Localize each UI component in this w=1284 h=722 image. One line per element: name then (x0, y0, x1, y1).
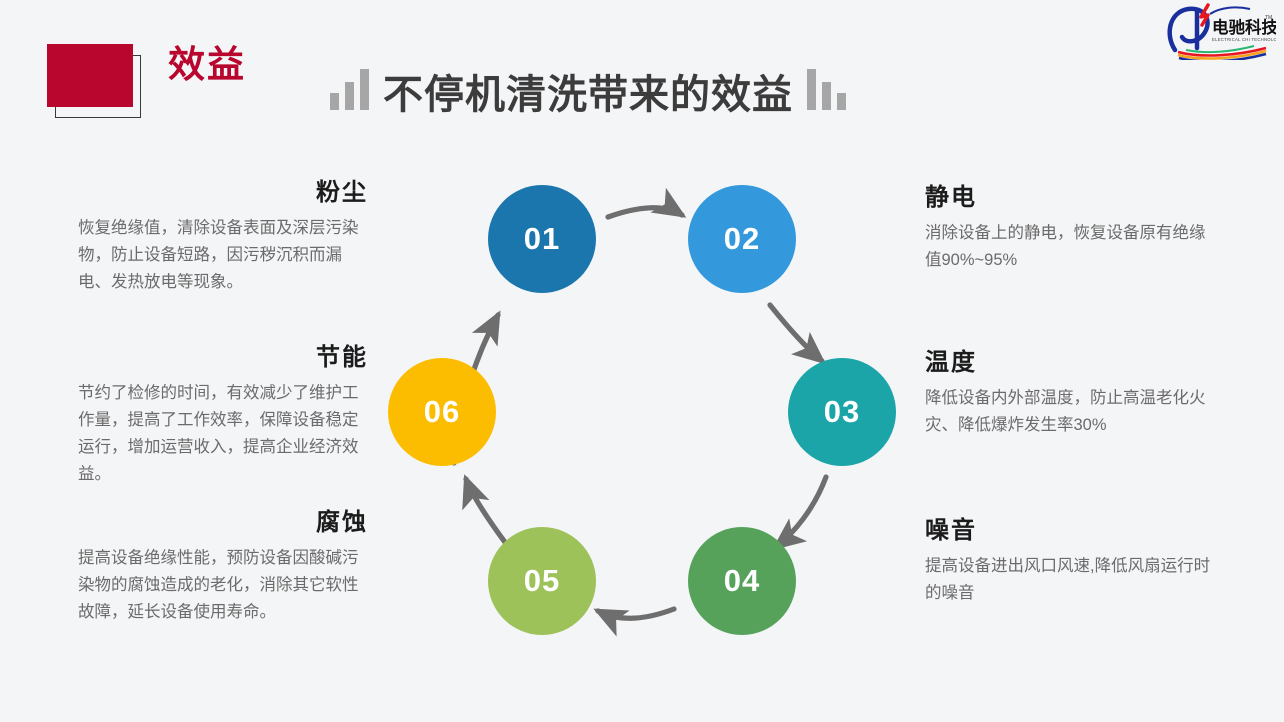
page-title: 不停机清洗带来的效益 (383, 73, 793, 117)
cycle-node-04[interactable]: 04 (688, 527, 796, 635)
benefit-body-energy: 节约了检修的时间，有效减少了维护工作量，提高了工作效率，保障设备稳定运行，增加运… (78, 383, 359, 483)
cycle-node-06[interactable]: 06 (388, 358, 496, 466)
benefit-block-noise: 噪音 提高设备进出风口风速,降低风扇运行时的噪音 (925, 517, 1215, 607)
benefit-title-corrosion: 腐蚀 (316, 509, 368, 536)
benefit-title-temperature: 温度 (925, 349, 977, 376)
cycle-node-01[interactable]: 01 (488, 185, 596, 293)
benefit-block-corrosion: 腐蚀 提高设备绝缘性能，预防设备因酸碱污染物的腐蚀造成的老化，消除其它软性故障，… (78, 509, 368, 626)
cycle-node-03[interactable]: 03 (788, 358, 896, 466)
cycle-node-05[interactable]: 05 (488, 527, 596, 635)
benefit-block-static: 静电 消除设备上的静电，恢复设备原有绝缘值90%~95% (925, 184, 1215, 274)
svg-text:ELECTRICAL CHI TECHNOLOGY: ELECTRICAL CHI TECHNOLOGY (1212, 37, 1276, 42)
benefit-title-dust: 粉尘 (316, 179, 368, 206)
benefit-body-dust: 恢复绝缘值，清除设备表面及深层污染物，防止设备短路，因污秽沉积而漏电、发热放电等… (78, 218, 359, 291)
bar-chart-descending-icon (807, 66, 846, 115)
benefit-body-temperature: 降低设备内外部温度，防止高温老化火灾、降低爆炸发生率30% (925, 389, 1206, 435)
benefit-body-static: 消除设备上的静电，恢复设备原有绝缘值90%~95% (925, 224, 1206, 270)
benefit-body-noise: 提高设备进出风口风速,降低风扇运行时的噪音 (925, 557, 1211, 603)
cycle-node-04-label: 04 (723, 563, 761, 598)
benefit-body-corrosion: 提高设备绝缘性能，预防设备因酸碱污染物的腐蚀造成的老化，消除其它软性故障，延长设… (78, 548, 359, 621)
benefit-title-energy: 节能 (316, 344, 368, 371)
cycle-node-06-label: 06 (423, 394, 461, 429)
cycle-node-02-label: 02 (723, 221, 761, 256)
benefit-block-energy: 节能 节约了检修的时间，有效减少了维护工作量，提高了工作效率，保障设备稳定运行，… (78, 344, 368, 487)
benefit-block-temperature: 温度 降低设备内外部温度，防止高温老化火灾、降低爆炸发生率30% (925, 349, 1215, 439)
benefit-title-noise: 噪音 (925, 517, 977, 544)
company-logo: 电驰科技 ELECTRICAL CHI TECHNOLOGY TM (1166, 2, 1283, 63)
benefit-title-static: 静电 (925, 184, 977, 211)
cycle-diagram: 01 02 03 04 05 06 (370, 165, 910, 675)
svg-text:TM: TM (1265, 15, 1272, 21)
kicker-red-box (47, 44, 133, 107)
bar-chart-ascending-icon (330, 66, 369, 115)
kicker-label: 效益 (168, 44, 246, 85)
cycle-node-03-label: 03 (823, 394, 861, 429)
cycle-node-05-label: 05 (523, 563, 561, 598)
cycle-node-02[interactable]: 02 (688, 185, 796, 293)
svg-text:电驰科技: 电驰科技 (1212, 17, 1276, 37)
cycle-node-01-label: 01 (523, 221, 561, 256)
benefit-block-dust: 粉尘 恢复绝缘值，清除设备表面及深层污染物，防止设备短路，因污秽沉积而漏电、发热… (78, 179, 368, 296)
page-title-group: 不停机清洗带来的效益 (330, 66, 846, 115)
